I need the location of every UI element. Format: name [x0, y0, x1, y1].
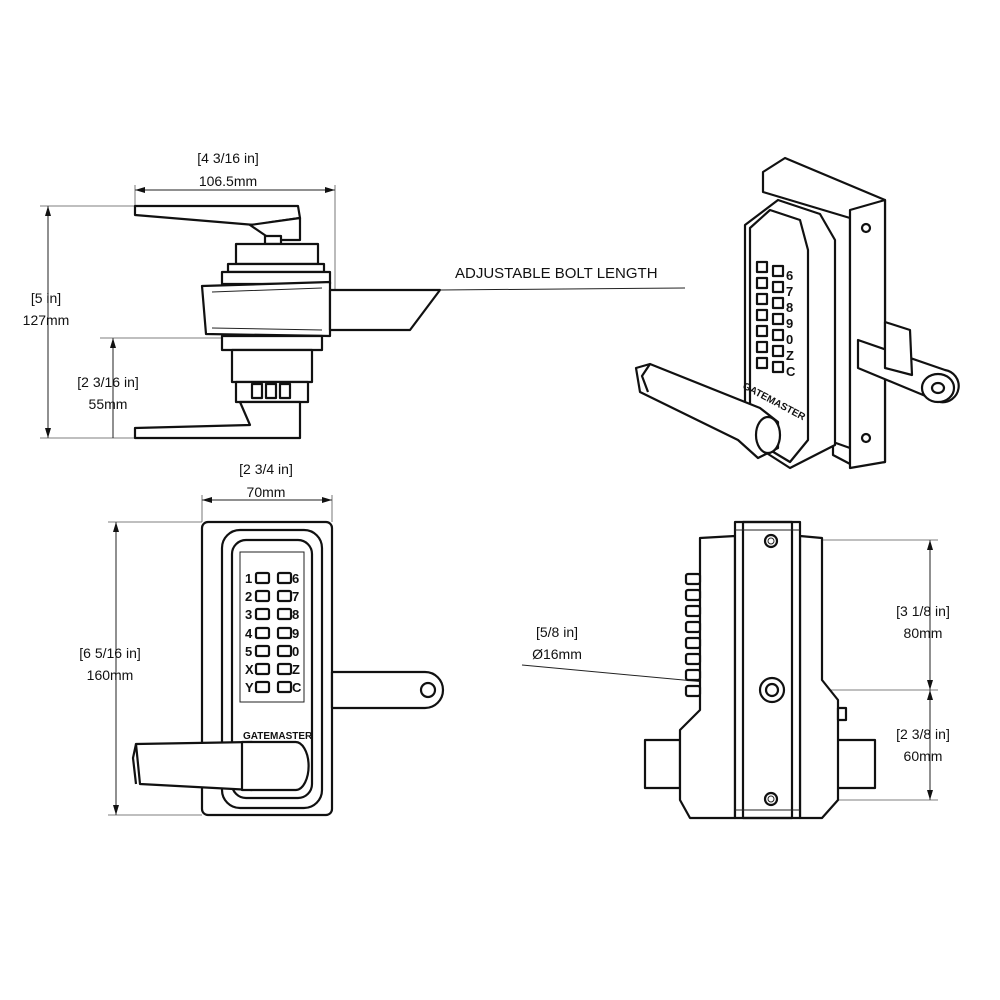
front-key-right: 6: [292, 571, 299, 586]
side-hole-in: [5/8 in]: [536, 624, 578, 640]
front-key-right: 8: [292, 607, 299, 622]
front-width-in: [2 3/4 in]: [239, 461, 293, 477]
front-key-right: 9: [292, 626, 299, 641]
side-upper-in: [3 1/8 in]: [896, 603, 950, 619]
front-key-left: X: [245, 662, 254, 677]
front-key-right: Z: [292, 662, 300, 677]
top-width-mm: 106.5mm: [199, 173, 257, 189]
front-brand: GATEMASTER: [243, 731, 313, 742]
front-key-right: C: [292, 680, 302, 695]
iso-key: Z: [786, 348, 794, 363]
front-key-right: 7: [292, 589, 299, 604]
iso-key: 6: [786, 268, 793, 283]
front-view: [2 3/4 in] 70mm [6 5/16 in] 160mm 1 2 3 …: [79, 461, 445, 817]
front-key-left: 5: [245, 644, 252, 659]
iso-key: 8: [786, 300, 793, 315]
bolt-length-label: ADJUSTABLE BOLT LENGTH: [455, 265, 658, 282]
front-width-mm: 70mm: [247, 484, 286, 500]
iso-keys: 6 7 8 9 0 Z C: [755, 260, 796, 379]
top-height-in: [5 in]: [31, 290, 61, 306]
front-key-right: 0: [292, 644, 299, 659]
iso-key: 7: [786, 284, 793, 299]
top-width-in: [4 3/16 in]: [197, 150, 259, 166]
iso-key: 0: [786, 332, 793, 347]
side-hole-mm: Ø16mm: [532, 646, 582, 662]
iso-view: 6 7 8 9 0 Z C GATEMASTER: [634, 156, 960, 470]
top-view: [4 3/16 in] 106.5mm [5 in] 127mm [2 3/16…: [23, 150, 686, 440]
iso-key: C: [786, 364, 796, 379]
front-key-left: 3: [245, 607, 252, 622]
side-lower-mm: 60mm: [904, 748, 943, 764]
side-lower-in: [2 3/8 in]: [896, 726, 950, 742]
front-keypad: 1 2 3 4 5 X Y 6 7 8 9 0 Z: [245, 571, 302, 695]
iso-key: 9: [786, 316, 793, 331]
front-height-in: [6 5/16 in]: [79, 645, 141, 661]
side-view: [3 1/8 in] 80mm [2 3/8 in] 60mm [5/8 in]…: [521, 520, 950, 820]
front-key-left: Y: [245, 680, 254, 695]
front-key-left: 1: [245, 571, 252, 586]
top-height-mm: 127mm: [23, 312, 70, 328]
side-upper-mm: 80mm: [904, 625, 943, 641]
front-key-left: 4: [245, 626, 253, 641]
front-key-left: 2: [245, 589, 252, 604]
top-lower-mm: 55mm: [89, 396, 128, 412]
front-height-mm: 160mm: [87, 667, 134, 683]
top-lower-in: [2 3/16 in]: [77, 374, 139, 390]
